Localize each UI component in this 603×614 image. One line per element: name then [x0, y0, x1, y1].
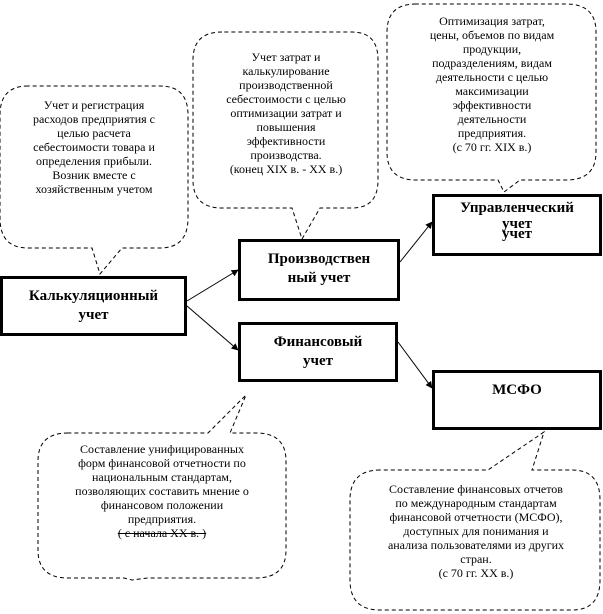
note-line: цены, объемов по видам	[429, 28, 555, 42]
note-line: определения прибыли.	[35, 154, 153, 168]
note-line: целью расчета	[57, 126, 131, 140]
arrow-proizv-to-upr	[399, 221, 433, 263]
note-line: (с 70 гг. XIX в.)	[452, 140, 532, 154]
box-label: МСФО	[492, 382, 542, 398]
box-label: учет	[502, 216, 532, 232]
note-line: деятельности с целью	[435, 70, 549, 84]
box-proizvodstvennyi-uchet: Производствен ный учет	[238, 239, 400, 301]
box-label: Управленческий	[460, 200, 574, 216]
note-line: позволяющих составить мнение о	[75, 484, 249, 498]
box-label: учет	[502, 226, 532, 242]
note-line: Составление унифицированных	[80, 442, 244, 456]
note-upr: Оптимизация затрат, цены, объемов по вид…	[392, 14, 592, 154]
note-line: калькулирование	[242, 64, 330, 78]
note-line: Составление финансовых отчетов	[389, 482, 563, 496]
note-line: Учет затрат и	[251, 50, 321, 64]
note-line: себестоимости с целью	[226, 92, 346, 106]
note-bubble-upr	[386, 3, 597, 193]
note-line: деятельности	[457, 112, 527, 126]
note-line: эффективности	[452, 98, 532, 112]
note-line: национальным стандартам,	[91, 470, 233, 484]
note-line: максимизации	[455, 84, 529, 98]
note-line: анализа пользователями из других	[387, 538, 565, 552]
box-finansovyi-uchet: Финансовый учет	[238, 322, 398, 382]
note-line: (конец XIX в. - XX в.)	[229, 162, 343, 176]
note-bubble-msfo	[349, 430, 601, 611]
note-line: Оптимизация затрат,	[439, 14, 545, 28]
note-line: себестоимости товара и	[33, 140, 155, 154]
note-line: (с 70 гг. XX в.)	[438, 566, 514, 580]
note-line: предприятия.	[457, 126, 527, 140]
box-kalkulyatsionnyi-uchet: Калькуляционный учет	[0, 276, 187, 336]
note-line: доступных для понимания и	[403, 524, 549, 538]
note-line: предприятия.	[127, 512, 197, 526]
note-line: стран.	[460, 552, 492, 566]
note-line: продукции,	[462, 42, 522, 56]
note-kalk: Учет и регистрация расходов предприятия …	[6, 98, 182, 196]
note-line: форм финансовой отчетности по	[78, 456, 246, 470]
note-line: финансовом положении	[100, 498, 224, 512]
arrow-kalk-to-fin	[186, 305, 239, 351]
box-label: учет	[78, 307, 109, 323]
note-line: финансовой отчетности (МСФО),	[389, 510, 563, 524]
box-upravlencheskii-uchet: Управленческий учет учет	[432, 194, 602, 256]
arrow-fin-to-msfo	[397, 341, 433, 389]
note-line: по международным стандартам	[395, 496, 557, 510]
note-line: Учет и регистрация	[43, 98, 145, 112]
note-line: повышения	[256, 120, 316, 134]
note-msfo: Составление финансовых отчетов по междун…	[356, 482, 596, 580]
note-proizv: Учет затрат и калькулирование производст…	[198, 50, 374, 176]
box-label: Финансовый	[273, 334, 363, 350]
note-line: производственной	[239, 78, 333, 92]
note-line: производства.	[250, 148, 322, 162]
box-msfo: МСФО	[432, 370, 602, 430]
box-label: учет	[303, 353, 333, 369]
box-label: Калькуляционный	[28, 288, 159, 304]
note-bubble-proizv	[192, 31, 379, 241]
note-line: расходов предприятия с	[32, 112, 156, 126]
note-line: ( с начала XX в. )	[117, 526, 207, 540]
note-line: оптимизации затрат и	[230, 106, 342, 120]
note-fin: Составление унифицированных форм финансо…	[42, 442, 282, 540]
note-line: подразделениям, видам	[432, 56, 552, 70]
note-bubble-fin	[37, 394, 287, 581]
arrow-kalk-to-proizv	[186, 269, 239, 302]
note-line: Возник вместе с	[52, 168, 136, 182]
box-label: Производствен	[267, 251, 371, 267]
note-line: хозяйственным учетом	[35, 182, 153, 196]
note-bubble-kalk	[0, 85, 189, 276]
box-label: ный учет	[287, 270, 351, 286]
note-line: эффективности	[246, 134, 326, 148]
